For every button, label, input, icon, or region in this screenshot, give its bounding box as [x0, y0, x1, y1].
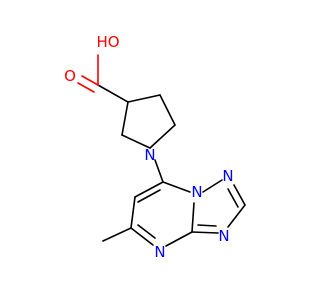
bond-c7-c6-double [137, 189, 161, 203]
bond-c3-c4 [127, 94, 161, 103]
bond-c-o-double-1 [81, 75, 99, 86]
bond-c-carboxyl [97, 84, 129, 103]
bond-c-o-double-2 [77, 82, 95, 93]
bond-c7-n-bridge [162, 181, 191, 193]
bond-n2t-c3a-double [197, 224, 217, 227]
atom-carbonyl-oxygen: O [64, 67, 76, 85]
bond-c5-methyl [102, 227, 132, 242]
bond-n1t-c [233, 184, 246, 206]
bond-n-bridge-n1t [202, 179, 223, 193]
bond-c7-c6 [134, 181, 164, 198]
bond-n4-c3a [165, 231, 193, 247]
bond-c6-c5 [130, 196, 136, 229]
atom-triazole-nitrogen-top: N [222, 167, 233, 185]
bond-n1-c2 [121, 134, 151, 149]
bond-c-n2t [227, 204, 246, 228]
structure-diagram: HO O N N N N N [64, 33, 246, 261]
bond-n1t-c-double [227, 188, 239, 208]
bond-c4-c5 [159, 94, 176, 126]
atom-pyrrolidine-nitrogen: N [144, 146, 155, 164]
atom-bridge-nitrogen: N [191, 183, 202, 201]
atom-hydroxyl: HO [96, 33, 119, 51]
bond-n1-c7 [154, 159, 164, 183]
bond-n2t-c3a [191, 231, 219, 234]
bond-c2-c3 [121, 101, 129, 136]
molecule-canvas: HO O N N N N N [64, 33, 246, 261]
bond-c5-n1 [149, 124, 176, 149]
atom-triazole-nitrogen-right: N [218, 227, 229, 245]
bond-c5-n4-double [137, 224, 156, 239]
atom-pyrimidine-nitrogen: N [154, 243, 165, 261]
bond-c5-n4 [130, 227, 154, 246]
bond-c3a-n-bridge [191, 202, 195, 233]
